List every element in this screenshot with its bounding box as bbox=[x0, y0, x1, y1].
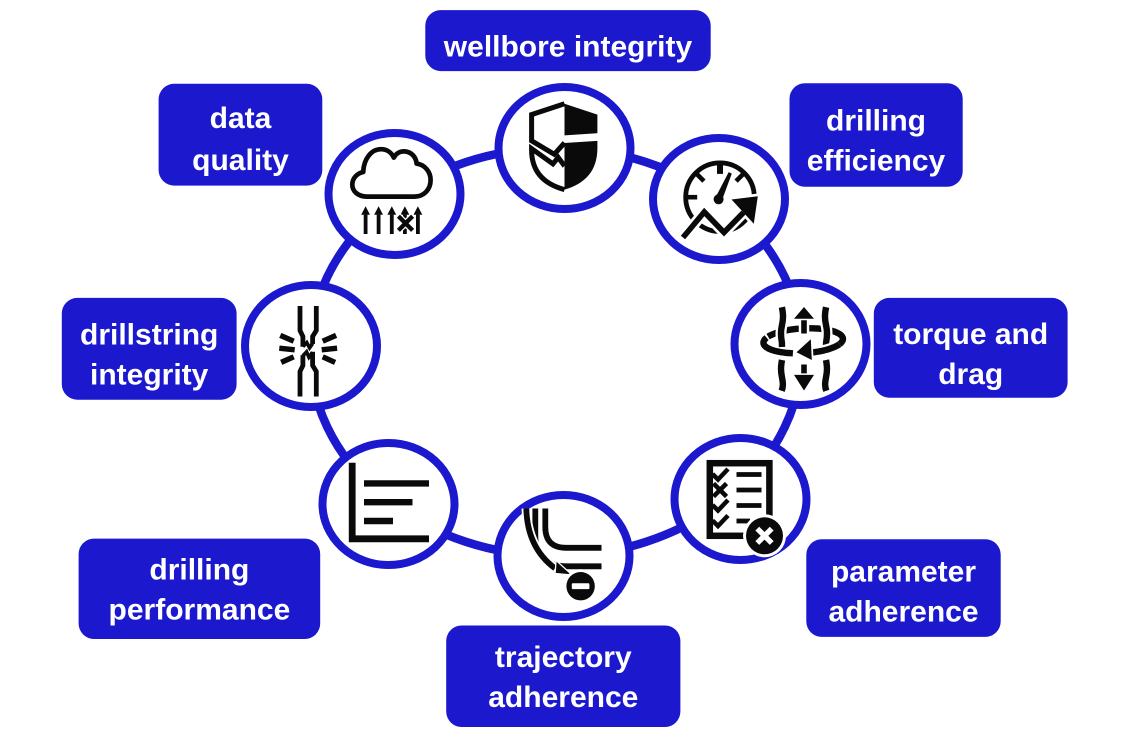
svg-text:quality: quality bbox=[192, 144, 289, 177]
svg-text:parameter: parameter bbox=[831, 555, 976, 588]
svg-text:adherence: adherence bbox=[828, 595, 978, 628]
svg-text:trajectory: trajectory bbox=[495, 641, 632, 674]
svg-text:performance: performance bbox=[109, 594, 291, 627]
svg-text:drilling: drilling bbox=[149, 554, 249, 587]
svg-text:wellbore integrity: wellbore integrity bbox=[443, 31, 693, 64]
svg-text:integrity: integrity bbox=[90, 359, 209, 392]
svg-text:drilling: drilling bbox=[826, 105, 926, 138]
svg-text:torque and: torque and bbox=[893, 318, 1048, 351]
svg-text:efficiency: efficiency bbox=[807, 145, 946, 178]
svg-text:drillstring: drillstring bbox=[80, 319, 218, 352]
svg-text:adherence: adherence bbox=[488, 681, 638, 714]
svg-text:drag: drag bbox=[938, 358, 1003, 391]
svg-text:data: data bbox=[210, 102, 272, 135]
